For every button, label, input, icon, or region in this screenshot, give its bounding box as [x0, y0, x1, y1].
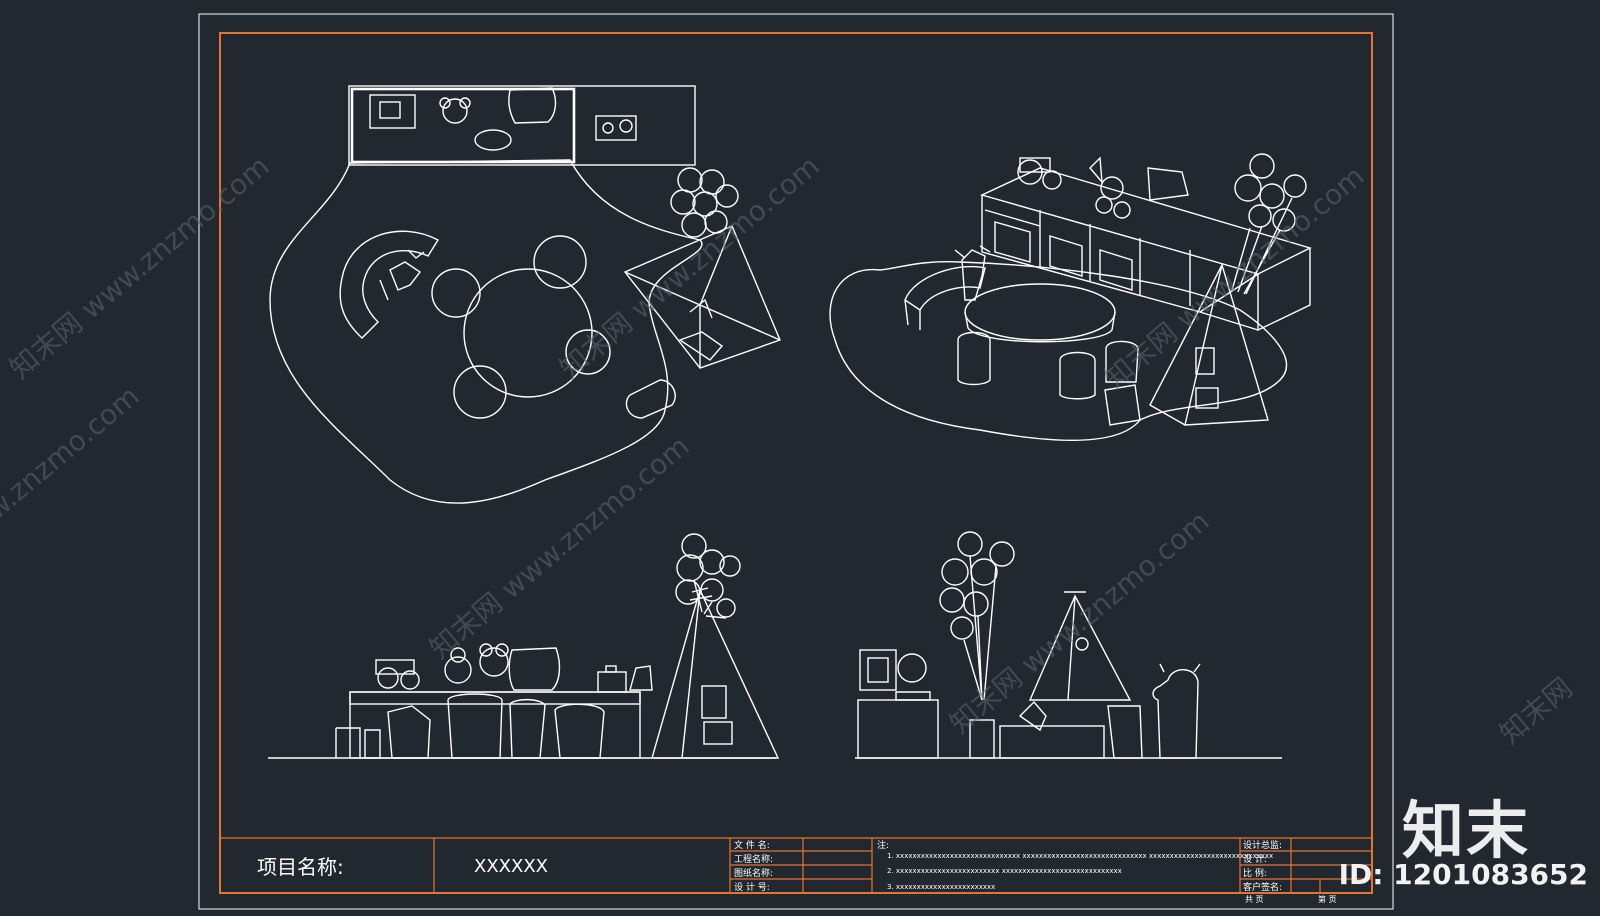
field-design-director: 设计总监:	[1243, 839, 1282, 851]
note-line-3: 3. xxxxxxxxxxxxxxxxxxxxxxxx	[887, 883, 995, 891]
elev1-cabinet	[349, 691, 641, 759]
plan-teepee	[623, 225, 781, 369]
field-client-signature: 客户签名:	[1243, 881, 1282, 893]
elev2-teepee	[1028, 591, 1132, 701]
field-file-name: 文 件 名:	[734, 839, 770, 851]
image-id-label: ID: 1201083652	[1338, 858, 1588, 891]
plan-stool	[533, 235, 587, 289]
elev1-teepee	[651, 588, 780, 759]
elev1-balloons	[675, 533, 741, 619]
plan-view	[269, 85, 781, 504]
axo-teepee-window	[1195, 347, 1215, 375]
plan-cylinder-pouf	[625, 379, 676, 419]
elev2-vase-stand	[969, 719, 995, 759]
axo-balloons	[1231, 153, 1307, 295]
plan-deer-figure	[379, 249, 425, 301]
watermark-text: 知末网 www.znzmo.com	[3, 149, 275, 385]
note-line-2: 2. xxxxxxxxxxxxxxxxxxxxxxxxx xxxxxxxxxxx…	[887, 867, 1122, 875]
side-elevation	[855, 531, 1282, 759]
outer-sheet-frame	[198, 13, 1394, 910]
brand-logo: 知末	[1401, 794, 1530, 867]
note-line-1: 1. xxxxxxxxxxxxxxxxxxxxxxxxxxxxxx xxxxxx…	[887, 852, 1273, 860]
plan-stool	[431, 268, 481, 318]
watermark-text: 知末网 www.znzmo.com	[943, 504, 1215, 740]
plan-stool	[565, 329, 611, 375]
project-name-value: XXXXXX	[474, 856, 548, 877]
watermark-text: 知末网 www.znzmo.com	[0, 379, 146, 615]
elev2-toys	[859, 649, 931, 701]
title-block	[220, 837, 1372, 893]
plan-stool	[453, 365, 507, 419]
project-name-label: 项目名称:	[257, 855, 344, 879]
elev2-cabinet	[857, 699, 939, 759]
watermark-text: 知末网	[1493, 671, 1579, 750]
plan-round-table	[463, 268, 593, 398]
page-total-label: 共 页	[1245, 895, 1264, 904]
plan-cushion	[508, 87, 557, 124]
elev1-cabinet-legs	[335, 727, 381, 759]
elev2-bear-chair	[1152, 663, 1201, 759]
watermark-layer: 知末网 www.znzmo.com 知末网 www.znzmo.com 知末网 …	[0, 149, 1579, 750]
plan-toy-bear	[442, 98, 468, 124]
watermark-text: 知末网 www.znzmo.com	[1098, 159, 1370, 395]
plan-half-round-sofa	[339, 230, 439, 339]
plan-teepee-figure	[678, 298, 724, 361]
watermark-text: 知末网 www.znzmo.com	[553, 149, 825, 385]
front-elevation	[268, 533, 780, 759]
axo-teepee	[1149, 263, 1269, 426]
plan-shelf-inner	[350, 87, 576, 164]
plan-balloons	[670, 167, 739, 238]
axo-stool	[957, 331, 991, 386]
watermark-text: 知末网 www.znzmo.com	[423, 429, 695, 665]
plan-shelf-cabinet	[348, 85, 696, 166]
field-designer: 设 计:	[1243, 853, 1267, 865]
page-current-label: 第 页	[1318, 894, 1337, 904]
plan-box-icon	[595, 115, 637, 141]
axo-oval-table	[964, 283, 1116, 341]
elev2-bench	[999, 725, 1105, 759]
elev1-teepee-window	[701, 685, 727, 719]
field-project-title: 工程名称:	[734, 853, 773, 865]
plan-toy-car	[369, 94, 416, 129]
axo-deer	[954, 245, 991, 301]
axo-stool	[1059, 351, 1096, 400]
field-scale: 比 例:	[1243, 867, 1267, 879]
elev2-deer-figure	[1018, 700, 1047, 732]
axo-cabinet	[980, 167, 1312, 332]
field-drawing-name: 图纸名称:	[734, 867, 773, 879]
notes-heading: 注:	[877, 839, 889, 851]
elev2-balloons	[939, 531, 1015, 701]
elev1-stools	[387, 693, 605, 759]
field-design-number: 设 计 号:	[734, 881, 770, 893]
axo-toys	[1017, 156, 1189, 219]
plan-toy-hat	[474, 129, 512, 151]
elev1-toys	[375, 643, 653, 693]
axo-stool	[1105, 340, 1139, 383]
axo-half-sofa	[904, 265, 986, 330]
axonometric-view	[829, 153, 1312, 441]
plan-floor-outline	[269, 159, 703, 504]
axo-bear-chair	[1104, 384, 1141, 426]
axo-cabinet-compartments	[984, 209, 1191, 306]
inner-drawing-border	[219, 32, 1373, 894]
